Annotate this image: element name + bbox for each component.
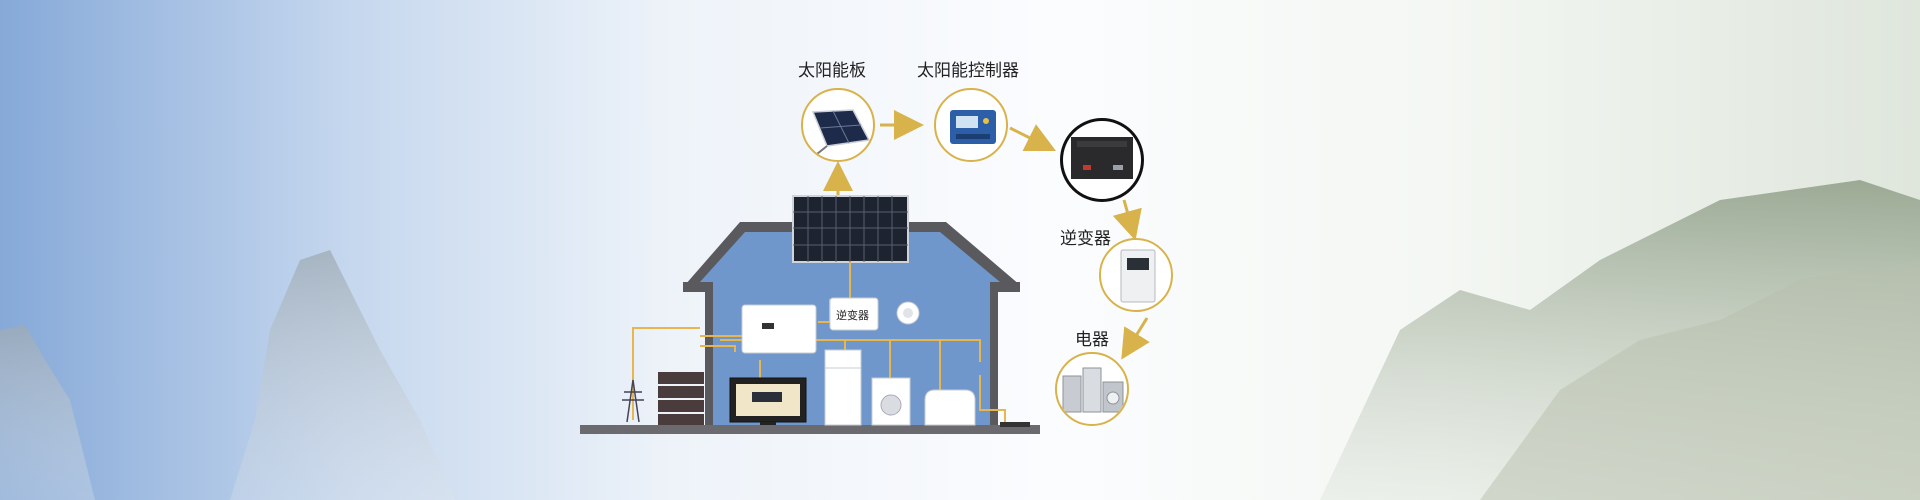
rooftop-solar-panel-icon bbox=[792, 195, 909, 263]
ground-base bbox=[580, 425, 1040, 434]
battery-icon bbox=[1071, 137, 1133, 179]
tv-icon bbox=[729, 377, 807, 425]
appliance-node bbox=[1055, 352, 1129, 426]
refrigerator-icon bbox=[824, 349, 862, 426]
controller-icon bbox=[950, 110, 996, 144]
controller-node bbox=[934, 88, 1008, 162]
sofa-icon bbox=[924, 389, 976, 426]
battery-stack-icon bbox=[658, 372, 704, 425]
house-inverter-tag: 逆变器 bbox=[836, 309, 869, 322]
meter-icon bbox=[896, 301, 920, 325]
inverter-label: 逆变器 bbox=[1060, 229, 1111, 249]
solar-panel-node bbox=[801, 88, 875, 162]
router-icon bbox=[1000, 422, 1030, 427]
inverter-icon bbox=[1120, 249, 1156, 303]
pylon-icon bbox=[622, 379, 644, 423]
controller-label: 太阳能控制器 bbox=[917, 61, 1019, 81]
battery-node bbox=[1060, 118, 1144, 202]
appliance-label: 电器 bbox=[1075, 330, 1109, 350]
appliances-icon bbox=[1062, 367, 1124, 413]
solar-panel-label: 太阳能板 bbox=[798, 61, 866, 81]
solar-panel-icon bbox=[811, 109, 871, 155]
inverter-tag-box bbox=[829, 297, 879, 331]
wall-inverter-icon bbox=[741, 304, 817, 354]
flow-arrows bbox=[823, 110, 1150, 360]
inverter-node bbox=[1099, 238, 1173, 312]
washing-machine-icon bbox=[871, 377, 911, 426]
